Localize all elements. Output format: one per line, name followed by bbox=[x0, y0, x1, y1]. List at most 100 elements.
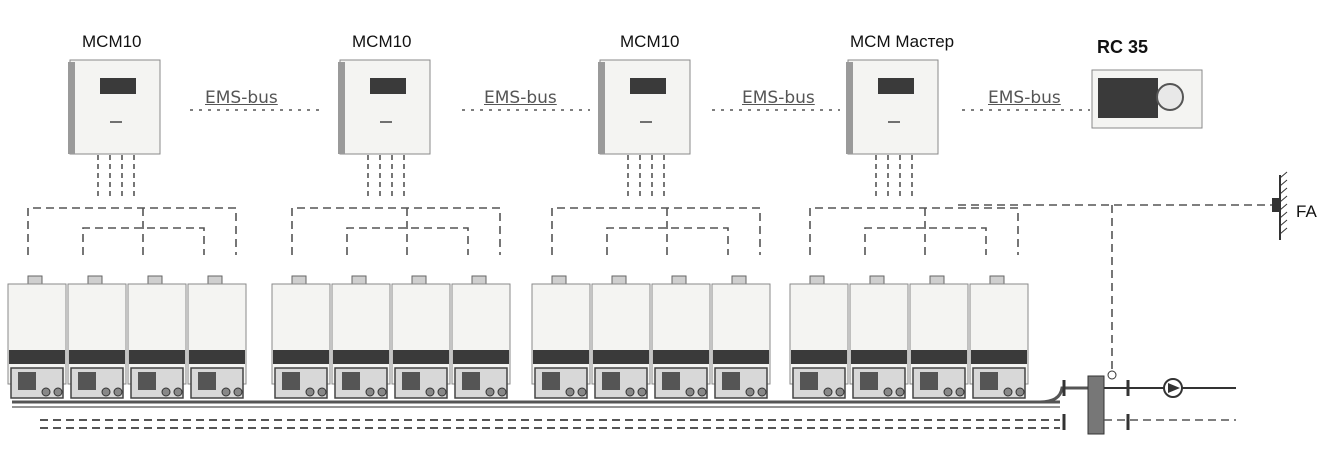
boiler-valve bbox=[955, 387, 965, 397]
boiler-valve bbox=[377, 387, 387, 397]
boiler-valve bbox=[305, 387, 315, 397]
boiler-valve bbox=[365, 387, 375, 397]
boiler-valve bbox=[485, 387, 495, 397]
boiler-panel bbox=[273, 350, 329, 364]
boiler-valve bbox=[745, 387, 755, 397]
boiler-pump bbox=[662, 372, 680, 390]
boiler-valve bbox=[173, 387, 183, 397]
boiler-valve bbox=[637, 387, 647, 397]
boiler-pump bbox=[342, 372, 360, 390]
bus-label-2: EMS-bus bbox=[484, 88, 557, 108]
boiler-connector bbox=[27, 275, 43, 285]
boiler-valve bbox=[823, 387, 833, 397]
module-display bbox=[878, 78, 914, 94]
boiler-connector bbox=[731, 275, 747, 285]
sensor-label: FA bbox=[1296, 202, 1317, 221]
boiler-valve bbox=[233, 387, 243, 397]
boiler-pump bbox=[602, 372, 620, 390]
boiler-connector bbox=[671, 275, 687, 285]
boiler-valve bbox=[425, 387, 435, 397]
boiler-panel bbox=[971, 350, 1027, 364]
boiler-panel bbox=[393, 350, 449, 364]
boiler-pump bbox=[198, 372, 216, 390]
boiler-panel bbox=[851, 350, 907, 364]
boiler-pump bbox=[462, 372, 480, 390]
boiler-connector bbox=[929, 275, 945, 285]
boiler-valve bbox=[943, 387, 953, 397]
separator-sensor bbox=[1107, 370, 1117, 380]
boiler-connector bbox=[411, 275, 427, 285]
boiler-connector bbox=[809, 275, 825, 285]
boiler-valve bbox=[883, 387, 893, 397]
control-tree bbox=[606, 227, 729, 255]
boiler-panel bbox=[593, 350, 649, 364]
boiler-valve bbox=[565, 387, 575, 397]
module-side-strip bbox=[846, 62, 853, 154]
module-side-strip bbox=[338, 62, 345, 154]
module-label-2: MCM10 bbox=[352, 32, 412, 51]
bus-label-1: EMS-bus bbox=[205, 88, 278, 108]
wall-hatch bbox=[1279, 227, 1288, 235]
module-unit bbox=[69, 59, 161, 155]
boiler-valve bbox=[317, 387, 327, 397]
boiler-pump bbox=[980, 372, 998, 390]
boiler-connector bbox=[291, 275, 307, 285]
wall-hatch bbox=[1279, 171, 1288, 179]
wall-hatch bbox=[1279, 203, 1288, 211]
boiler-valve bbox=[577, 387, 587, 397]
module-display bbox=[370, 78, 406, 94]
boiler-pump bbox=[722, 372, 740, 390]
boiler-panel bbox=[791, 350, 847, 364]
control-tree bbox=[82, 227, 205, 255]
boiler-pump bbox=[402, 372, 420, 390]
module-side-strip bbox=[598, 62, 605, 154]
boiler-valve bbox=[497, 387, 507, 397]
control-tree bbox=[809, 207, 1019, 255]
sensor-fa bbox=[1272, 198, 1280, 212]
boiler-pump bbox=[18, 372, 36, 390]
boiler-valve bbox=[221, 387, 231, 397]
boiler-valve bbox=[113, 387, 123, 397]
boiler-valve bbox=[835, 387, 845, 397]
boiler-valve bbox=[101, 387, 111, 397]
module-side-strip bbox=[68, 62, 75, 154]
module-display bbox=[100, 78, 136, 94]
wall-hatch bbox=[1279, 211, 1288, 219]
boiler-panel bbox=[911, 350, 967, 364]
bus-label-4: EMS-bus bbox=[988, 88, 1061, 108]
module-display bbox=[630, 78, 666, 94]
boiler-panel bbox=[189, 350, 245, 364]
boiler-valve bbox=[53, 387, 63, 397]
boiler-panel bbox=[69, 350, 125, 364]
module-label-3: MCM10 bbox=[620, 32, 680, 51]
boiler-panel bbox=[333, 350, 389, 364]
boiler-valve bbox=[757, 387, 767, 397]
boiler-panel bbox=[453, 350, 509, 364]
boiler-connector bbox=[351, 275, 367, 285]
module-unit bbox=[599, 59, 691, 155]
boiler-panel bbox=[653, 350, 709, 364]
boiler-pump bbox=[138, 372, 156, 390]
boiler-connector bbox=[471, 275, 487, 285]
boiler-panel bbox=[9, 350, 65, 364]
boiler-valve bbox=[685, 387, 695, 397]
wall-hatch bbox=[1279, 179, 1288, 187]
boiler-connector bbox=[551, 275, 567, 285]
boiler-pump bbox=[920, 372, 938, 390]
wall-hatch bbox=[1279, 219, 1288, 227]
module-unit bbox=[847, 59, 939, 155]
boiler-panel bbox=[713, 350, 769, 364]
control-tree bbox=[551, 207, 761, 255]
boiler-valve bbox=[697, 387, 707, 397]
boiler-valve bbox=[437, 387, 447, 397]
boiler-connector bbox=[989, 275, 1005, 285]
boiler-valve bbox=[625, 387, 635, 397]
control-tree bbox=[27, 207, 237, 255]
controller-label: RC 35 bbox=[1097, 37, 1149, 57]
control-tree bbox=[346, 227, 469, 255]
control-tree bbox=[291, 207, 501, 255]
control-tree bbox=[864, 227, 987, 255]
boiler-connector bbox=[87, 275, 103, 285]
boiler-pump bbox=[800, 372, 818, 390]
